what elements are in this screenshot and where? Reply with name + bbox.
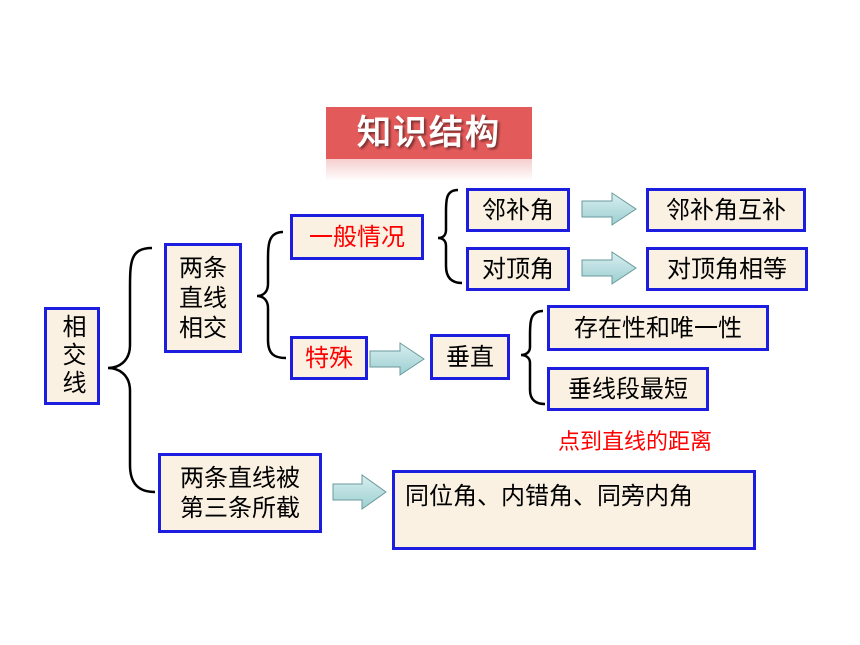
general-brace [437,188,463,285]
title-reflection [326,159,532,181]
branch-transversal-line-1: 两条直线被 [180,464,300,492]
arrow-vertical-icon [581,251,637,285]
branch-transversal-line-2: 第三条所截 [180,494,300,522]
branch-intersect-line-3: 相交 [179,314,227,342]
vertical-angles-result-node: 对顶角相等 [646,247,808,291]
general-case-node: 一般情况 [290,214,424,260]
point-line-distance-note: 点到直线的距离 [558,430,713,455]
root-node: 相交线 [44,307,100,405]
existence-uniqueness-node: 存在性和唯一性 [547,305,769,351]
transversal-angles-node: 同位角、内错角、同旁内角 [392,470,756,550]
intersect-brace [256,230,287,360]
branch-intersect-line-2: 直线 [179,284,227,312]
diagram-title: 知识结构 [326,107,532,159]
arrow-adjacent-icon [581,192,637,226]
vertical-angles-node: 对顶角 [466,247,570,291]
shortest-perpendicular-node: 垂线段最短 [547,367,709,411]
adjacent-supplementary-result-node: 邻补角互补 [646,188,806,232]
branch-intersect-node: 两条 直线 相交 [164,243,242,353]
adjacent-supplementary-node: 邻补角 [466,188,570,232]
special-case-node: 特殊 [290,336,368,380]
branch-transversal-node: 两条直线被 第三条所截 [158,453,322,533]
arrow-transversal-icon [332,474,387,510]
arrow-special-icon [369,342,425,376]
perpendicular-node: 垂直 [430,334,510,380]
branch-intersect-line-1: 两条 [179,254,227,282]
perpendicular-brace [520,309,546,406]
root-brace [107,246,156,494]
